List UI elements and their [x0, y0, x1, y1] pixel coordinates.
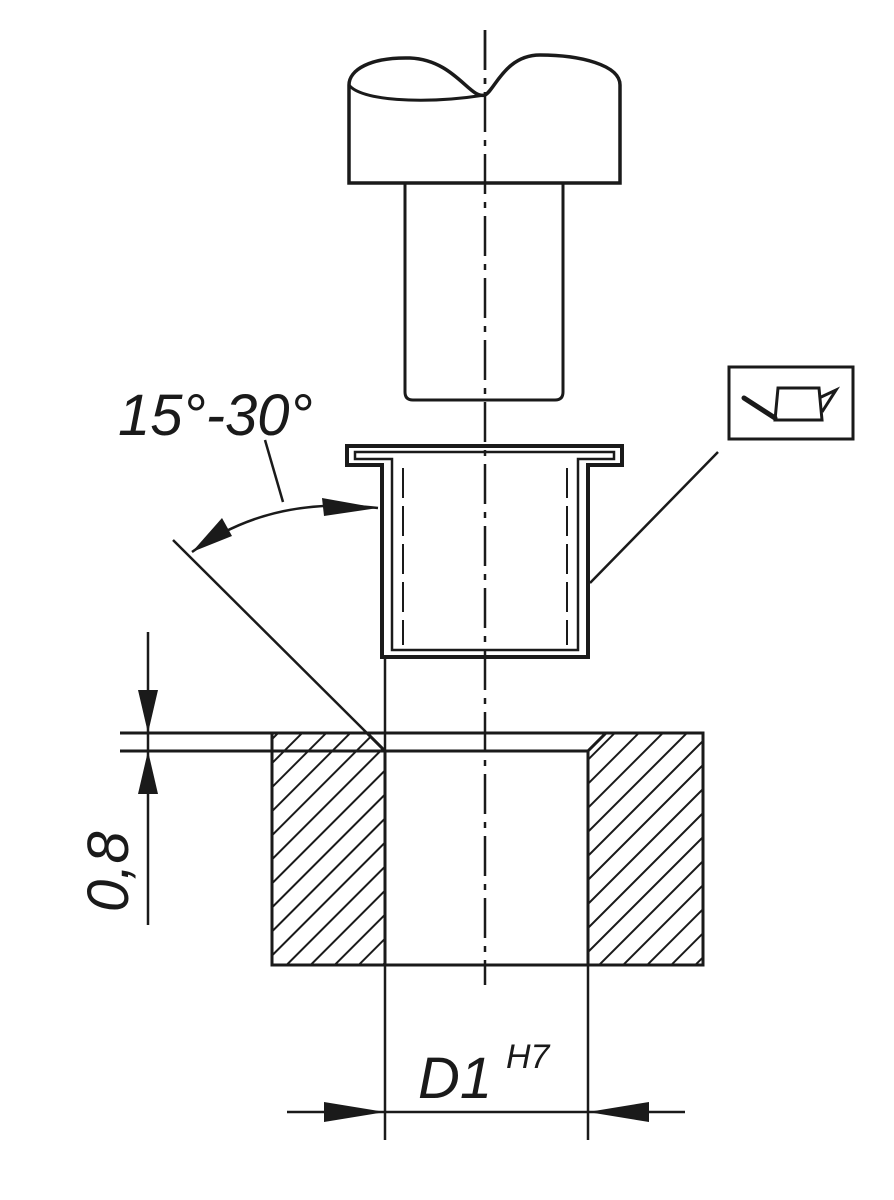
arrowheads [138, 498, 649, 1122]
tolerance-label: H7 [506, 1038, 551, 1076]
housing-right [586, 731, 705, 967]
diameter-label: D1 [418, 1046, 492, 1111]
chamfer-depth-label: 0,8 [76, 831, 141, 912]
oil-can-icon [727, 365, 855, 441]
pin-shank [403, 183, 565, 402]
housing-left [270, 731, 387, 967]
lubrication-leader [589, 451, 719, 584]
angle-label: 15°-30° [118, 383, 313, 448]
flanged-bushing [345, 444, 624, 659]
